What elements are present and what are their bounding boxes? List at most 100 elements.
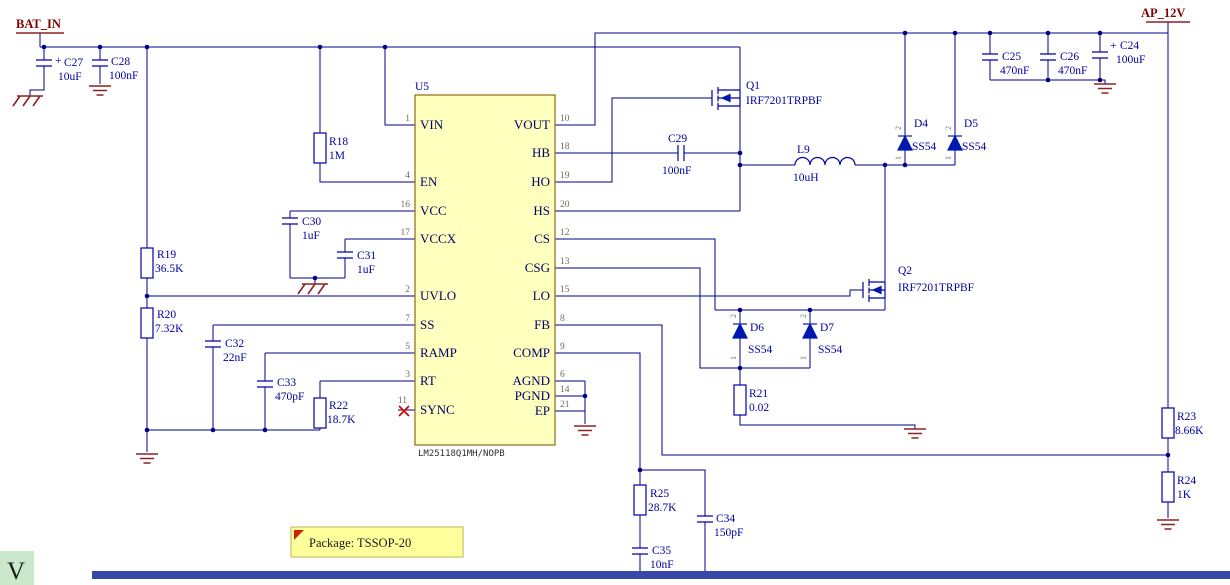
component-c28[interactable]: C28 100nF bbox=[92, 56, 138, 82]
power-ground-symbol[interactable] bbox=[89, 85, 111, 96]
pin-number: 1 bbox=[799, 356, 808, 360]
component-r24[interactable]: R24 1K bbox=[1161, 471, 1196, 503]
pin-number: 1 bbox=[729, 356, 738, 360]
value: 470nF bbox=[1000, 65, 1029, 77]
component-c24[interactable]: + C24 100uF bbox=[1092, 40, 1145, 66]
pin-number: 5 bbox=[405, 342, 410, 352]
wire-output-rail[interactable] bbox=[585, 22, 1169, 518]
pin-name: SS bbox=[420, 317, 434, 332]
note-body[interactable] bbox=[290, 526, 464, 558]
capacitor-plates bbox=[205, 340, 221, 348]
wire-batin-rail[interactable] bbox=[29, 33, 741, 248]
refdes: C35 bbox=[652, 545, 671, 557]
pin-number: 15 bbox=[560, 285, 570, 295]
component-c34[interactable]: C34 150pF bbox=[697, 513, 743, 539]
component-c32[interactable]: C32 22nF bbox=[205, 338, 247, 364]
mosfet-arrow bbox=[871, 285, 882, 295]
polarity-plus: + bbox=[1110, 40, 1117, 52]
pin-name: EN bbox=[420, 174, 438, 189]
component-u5[interactable]: U5 LM25118Q1MH/NOPB VIN EN VCC VCCX UVLO… bbox=[398, 81, 570, 459]
bottom-bus-band[interactable] bbox=[92, 571, 1230, 579]
value: 470pF bbox=[275, 391, 304, 403]
annotation-note[interactable]: Package: TSSOP-20 bbox=[290, 526, 464, 558]
inductor-coils bbox=[794, 156, 856, 166]
diode-triangle bbox=[947, 134, 963, 151]
refdes: C30 bbox=[302, 216, 321, 228]
refdes: D4 bbox=[914, 118, 928, 130]
pin-name: VCC bbox=[420, 203, 447, 218]
resistor-body bbox=[633, 484, 647, 516]
component-c25[interactable]: C25 470nF bbox=[982, 51, 1029, 77]
power-port-bat-in[interactable]: BAT_IN bbox=[16, 17, 64, 34]
refdes: R21 bbox=[749, 388, 768, 400]
pin-name: RAMP bbox=[420, 345, 457, 360]
component-c27[interactable]: + C27 10uF bbox=[36, 55, 83, 83]
earth-ground-symbol[interactable] bbox=[12, 95, 43, 107]
component-c31[interactable]: C31 1uF bbox=[337, 250, 376, 276]
refdes: R25 bbox=[650, 488, 669, 500]
component-c29[interactable]: C29 100nF bbox=[662, 133, 691, 177]
component-d4[interactable]: 2 1 D4 SS54 bbox=[894, 118, 937, 160]
pin-name: HB bbox=[532, 145, 550, 160]
capacitor-plates bbox=[632, 547, 648, 555]
component-d7[interactable]: 2 1 D7 SS54 bbox=[799, 314, 843, 360]
component-c33[interactable]: C33 470pF bbox=[257, 377, 304, 403]
capacitor-plates bbox=[697, 515, 713, 523]
component-r22[interactable]: R22 18.7K bbox=[313, 397, 356, 429]
refdes: C31 bbox=[357, 250, 376, 262]
ic-part-number: LM25118Q1MH/NOPB bbox=[418, 449, 505, 459]
pin-number: 16 bbox=[401, 200, 411, 210]
component-d5[interactable]: 2 1 D5 SS54 bbox=[944, 118, 987, 160]
pin-number: 12 bbox=[560, 228, 570, 238]
pin-number: 4 bbox=[405, 171, 410, 181]
power-ground-symbol[interactable] bbox=[1094, 83, 1116, 94]
pin-name: EP bbox=[535, 403, 550, 418]
value: 10uF bbox=[58, 71, 82, 83]
ground-symbols[interactable] bbox=[12, 83, 1179, 530]
power-ground-symbol[interactable] bbox=[136, 453, 158, 464]
component-r25[interactable]: R25 28.7K bbox=[633, 484, 677, 516]
component-c30[interactable]: C30 1uF bbox=[282, 216, 321, 242]
value: SS54 bbox=[912, 141, 937, 153]
wire-left-nets[interactable] bbox=[146, 163, 415, 452]
diode-triangle bbox=[802, 322, 818, 339]
value: 1uF bbox=[302, 230, 320, 242]
earth-ground-symbol[interactable] bbox=[297, 283, 328, 295]
value: SS54 bbox=[748, 344, 773, 356]
refdes: C32 bbox=[225, 338, 244, 350]
value: 10nF bbox=[650, 559, 674, 571]
pin-number: 19 bbox=[560, 171, 570, 181]
component-r18[interactable]: R18 1M bbox=[313, 132, 348, 164]
ic-body[interactable] bbox=[414, 94, 556, 446]
component-q2[interactable]: Q2 IRF7201TRPBF bbox=[862, 265, 974, 302]
wire-right-pin-stubs[interactable] bbox=[555, 124, 585, 412]
component-q1[interactable]: Q1 IRF7201TRPBF bbox=[711, 80, 822, 110]
component-d6[interactable]: 2 1 D6 SS54 bbox=[729, 314, 773, 360]
schematic-wires[interactable] bbox=[29, 22, 1169, 571]
pin-name: RT bbox=[420, 373, 436, 388]
capacitor-plates bbox=[337, 251, 353, 259]
pin-name: VCCX bbox=[420, 231, 457, 246]
value: 28.7K bbox=[648, 502, 677, 514]
power-ground-symbol[interactable] bbox=[1157, 519, 1179, 530]
component-r20[interactable]: R20 7.32K bbox=[140, 307, 184, 339]
capacitor-plates bbox=[36, 59, 52, 67]
power-ground-symbol[interactable] bbox=[904, 428, 926, 439]
value: IRF7201TRPBF bbox=[898, 282, 974, 294]
junction-dots bbox=[41, 30, 1171, 473]
component-c35[interactable]: C35 10nF bbox=[632, 545, 674, 571]
value: 8.66K bbox=[1175, 425, 1204, 437]
component-r23[interactable]: R23 8.66K bbox=[1161, 407, 1204, 439]
component-l9[interactable]: L9 10uH bbox=[793, 144, 856, 184]
refdes: C25 bbox=[1002, 51, 1021, 63]
power-ground-symbol[interactable] bbox=[574, 425, 596, 436]
value: SS54 bbox=[962, 141, 987, 153]
diode-triangle bbox=[732, 322, 748, 339]
power-port-ap-12v[interactable]: AP_12V bbox=[1141, 6, 1190, 23]
mosfet-arrow bbox=[720, 93, 731, 103]
component-c26[interactable]: C26 470nF bbox=[1040, 51, 1087, 77]
component-r21[interactable]: R21 0.02 bbox=[733, 384, 769, 416]
resistor-body bbox=[733, 384, 747, 416]
component-r19[interactable]: R19 36.5K bbox=[140, 247, 184, 279]
refdes: D5 bbox=[964, 118, 978, 130]
